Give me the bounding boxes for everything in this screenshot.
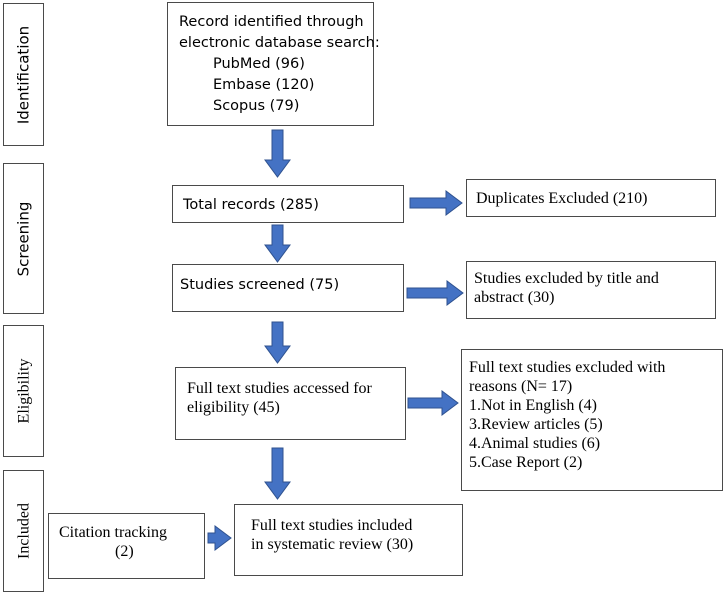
arrow-right-full-text-excluded (407, 390, 459, 416)
excluded-title-abstract-box: Studies excluded by title and abstract (… (466, 261, 716, 319)
stage-included: Included (3, 470, 44, 592)
full-text-included-line2: in systematic review (30) (251, 536, 414, 553)
arrow-right-citation (207, 525, 232, 551)
full-text-included-line1: Full text studies included (251, 517, 413, 534)
reason-case-report: 5.Case Report (2) (469, 454, 583, 471)
studies-screened-label: Studies screened (75) (180, 277, 340, 293)
arrow-right-title-abstract (406, 280, 464, 306)
studies-screened-box: Studies screened (75) (172, 264, 404, 312)
source-scopus: Scopus (79) (213, 98, 300, 114)
excluded-title-abstract-line1: Studies excluded by title and (474, 270, 659, 287)
reason-review-articles: 3.Review articles (5) (469, 416, 603, 433)
citation-tracking-line1: Citation tracking (59, 524, 167, 541)
excluded-title-abstract-line2: abstract (30) (474, 289, 555, 306)
duplicates-excluded-label: Duplicates Excluded (210) (476, 190, 648, 207)
duplicates-excluded-box: Duplicates Excluded (210) (466, 179, 716, 217)
full-text-excluded-box: Full text studies excluded with reasons … (461, 349, 723, 491)
full-text-excluded-heading1: Full text studies excluded with (469, 359, 666, 376)
stage-identification: Identification (3, 3, 44, 146)
arrow-down-3 (264, 321, 291, 364)
full-text-accessed-line1: Full text studies accessed for (187, 380, 372, 397)
identification-box: Record identified through electronic dat… (167, 2, 380, 126)
source-pubmed: PubMed (96) (213, 56, 305, 72)
arrow-down-4 (264, 447, 291, 500)
full-text-included-box: Full text studies included in systematic… (234, 504, 463, 576)
citation-tracking-box: Citation tracking (2) (48, 513, 205, 579)
identification-line2: electronic database search: (179, 35, 380, 51)
total-records-label: Total records (285) (183, 197, 319, 213)
full-text-accessed-line2: eligibility (45) (187, 399, 280, 416)
full-text-accessed-box: Full text studies accessed for eligibili… (175, 367, 406, 440)
citation-tracking-line2: (2) (115, 543, 134, 560)
arrow-down-1 (264, 129, 291, 178)
reason-animal-studies: 4.Animal studies (6) (469, 435, 601, 452)
stage-screening: Screening (3, 163, 44, 314)
stage-eligibility: Eligibility (3, 325, 44, 457)
total-records-box: Total records (285) (172, 185, 404, 223)
identification-line1: Record identified through (179, 14, 364, 30)
source-embase: Embase (120) (213, 77, 315, 93)
arrow-down-2 (264, 224, 291, 263)
reason-not-in-english: 1.Not in English (4) (469, 397, 597, 414)
arrow-right-duplicates (409, 190, 463, 216)
full-text-excluded-heading2: reasons (N= 17) (469, 378, 573, 395)
